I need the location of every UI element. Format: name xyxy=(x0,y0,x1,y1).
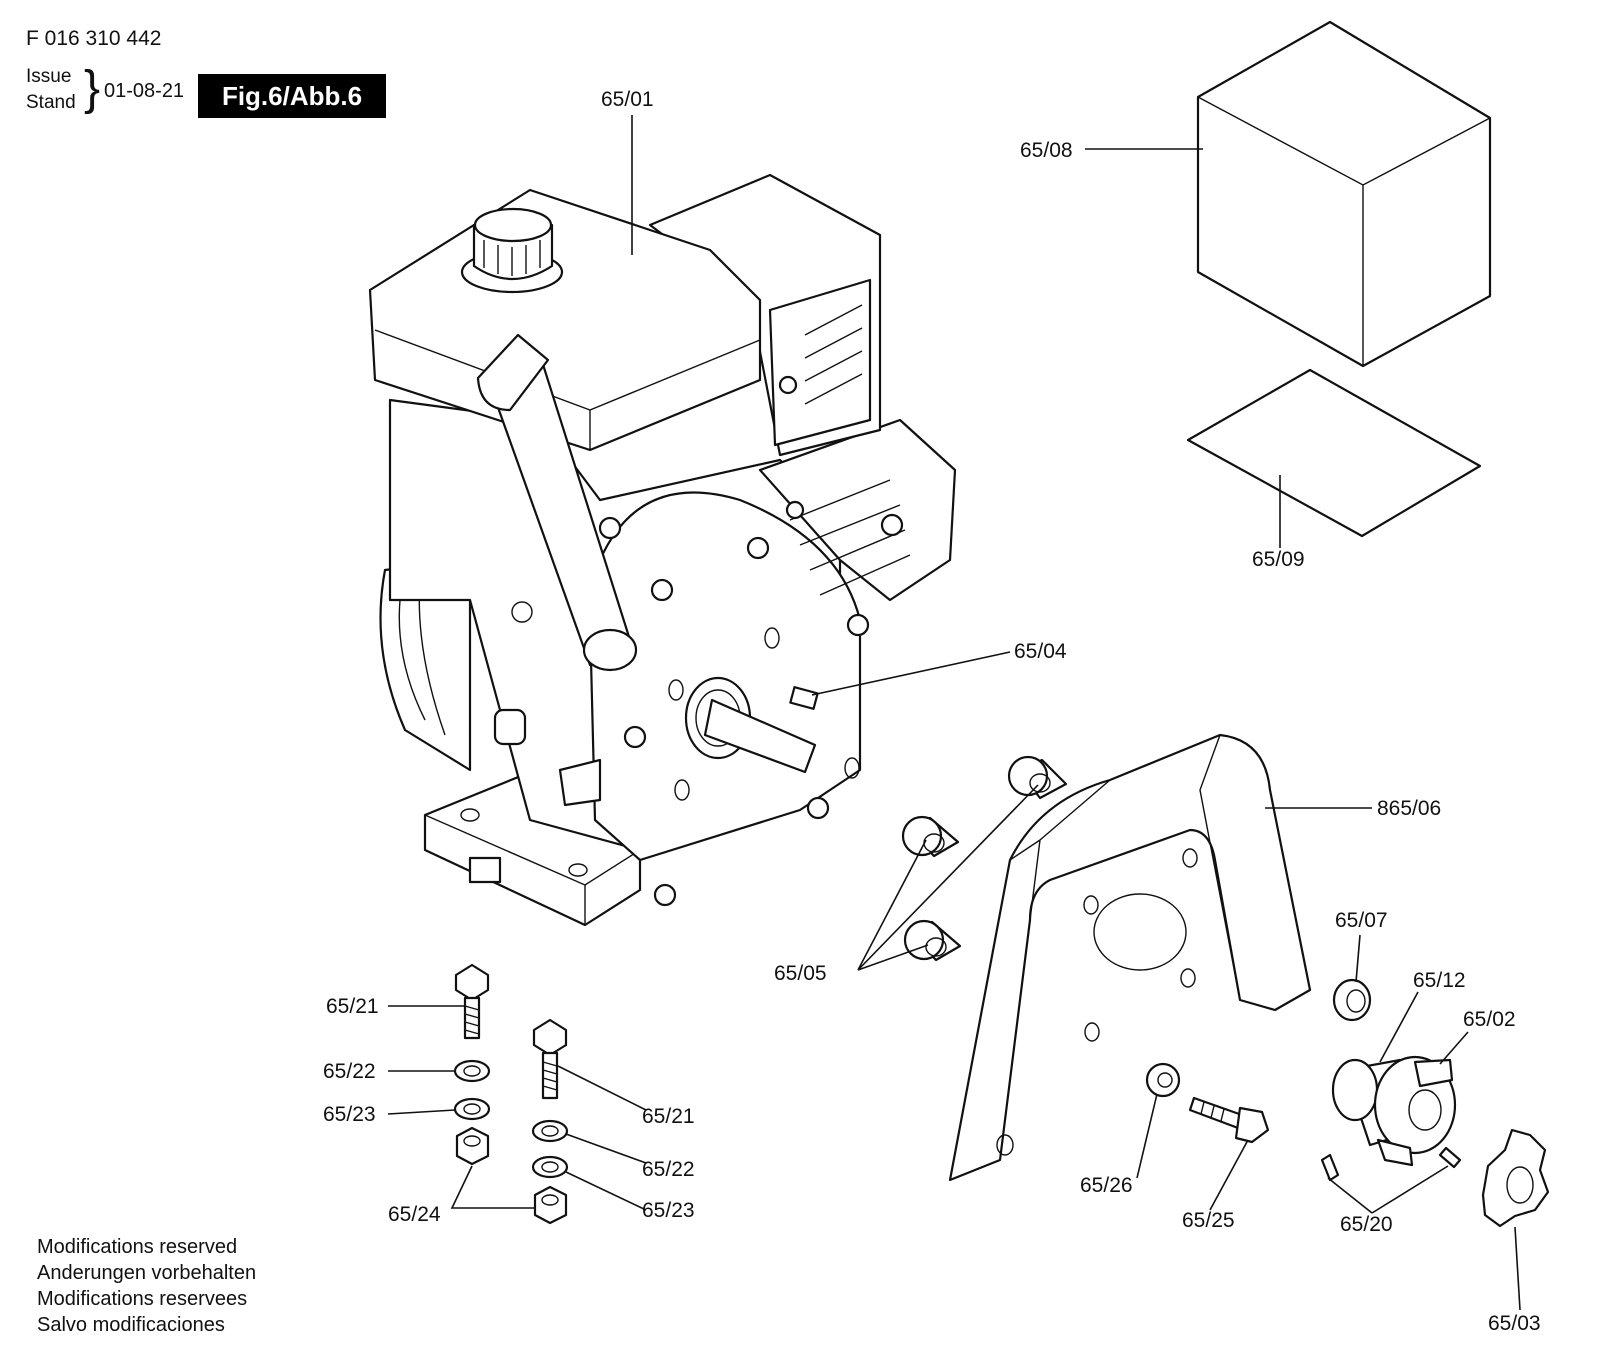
note-line: Modifications reserved xyxy=(37,1236,238,1258)
label-65-09: 65/09 xyxy=(1252,548,1305,571)
engine-assembly xyxy=(368,173,957,927)
label-65-25: 65/25 xyxy=(1182,1209,1235,1232)
brace-glyph: } xyxy=(84,62,101,115)
left-hardware-stack xyxy=(453,963,569,1225)
label-65-05: 65/05 xyxy=(774,962,827,985)
modification-notes: Modifications reserved Anderungen vorbeh… xyxy=(37,1234,256,1338)
label-65-03: 65/03 xyxy=(1488,1312,1541,1335)
label-65-12: 65/12 xyxy=(1413,969,1466,992)
note-line: Modifications reservees xyxy=(37,1288,248,1310)
label-65-01: 65/01 xyxy=(601,88,654,111)
right-hardware xyxy=(1145,978,1550,1228)
issue-date: 01-08-21 xyxy=(104,80,185,102)
label-65-04: 65/04 xyxy=(1014,640,1067,663)
label-65-22-right: 65/22 xyxy=(642,1158,695,1181)
label-65-21-right: 65/21 xyxy=(642,1105,695,1128)
leader-lines xyxy=(387,115,1521,1311)
label-65-26: 65/26 xyxy=(1080,1174,1133,1197)
note-line: Salvo modificaciones xyxy=(37,1314,225,1336)
instruction-sheet xyxy=(1186,368,1482,538)
issue-stand-labels: Issue Stand xyxy=(26,64,76,116)
figure-label: Fig.6/Abb.6 xyxy=(198,74,386,118)
label-65-20: 65/20 xyxy=(1340,1213,1393,1236)
note-line: Anderungen vorbehalten xyxy=(37,1262,257,1284)
spacers xyxy=(901,755,1068,962)
label-65-02: 65/02 xyxy=(1463,1008,1516,1031)
label-865-06: 865/06 xyxy=(1377,797,1441,820)
engine-mount-frame xyxy=(948,733,1312,1182)
label-65-08: 65/08 xyxy=(1020,139,1073,162)
packaging-box xyxy=(1196,20,1492,368)
label-65-07: 65/07 xyxy=(1335,909,1388,932)
issue-label: Issue xyxy=(26,66,72,87)
label-65-21-left: 65/21 xyxy=(326,995,379,1018)
label-65-23-right: 65/23 xyxy=(642,1199,695,1222)
label-65-22-left: 65/22 xyxy=(323,1060,376,1083)
label-65-24: 65/24 xyxy=(388,1203,441,1226)
document-number: F 016 310 442 xyxy=(26,27,162,50)
label-65-23-left: 65/23 xyxy=(323,1103,376,1126)
stand-label: Stand xyxy=(26,92,76,113)
